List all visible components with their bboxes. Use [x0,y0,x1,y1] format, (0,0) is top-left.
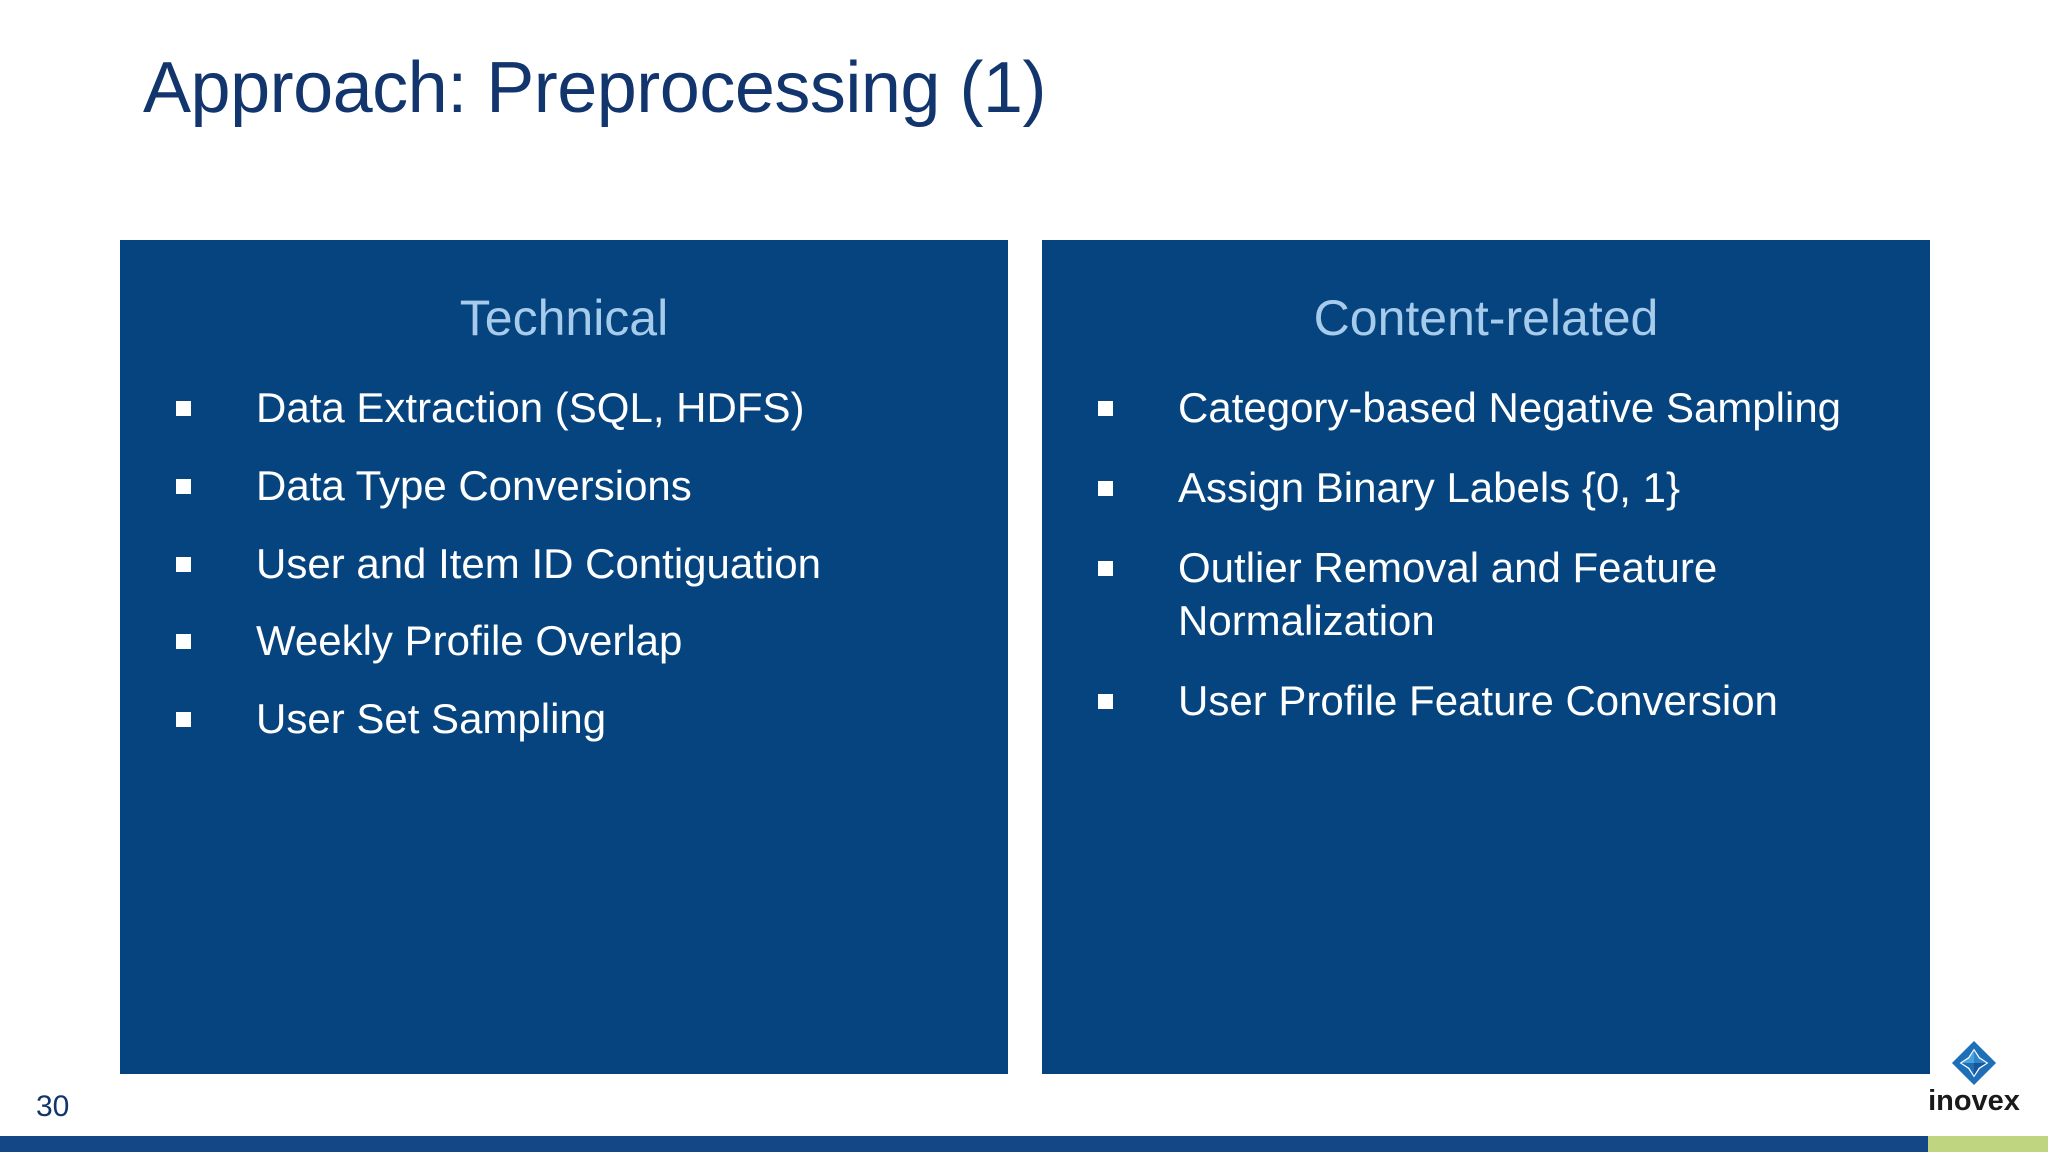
list-item-label: Data Extraction (SQL, HDFS) [256,384,805,431]
bullet-square-icon [176,556,191,572]
bullet-square-icon [1098,401,1113,416]
list-item: User and Item ID Contiguation [120,537,1008,591]
panel-content-related: Content-related Category-based Negative … [1042,240,1930,1074]
list-item: Weekly Profile Overlap [120,614,1008,668]
panel-content-related-list: Category-based Negative Sampling Assign … [1042,381,1930,728]
bottom-bar-navy-segment [0,1136,1928,1152]
list-item-label: Weekly Profile Overlap [256,617,683,665]
list-item: Assign Binary Labels {0, 1} [1042,461,1930,515]
bullet-square-icon [1098,560,1113,576]
list-item: Data Type Conversions [120,459,1008,513]
bullet-square-icon [176,712,191,727]
list-item-label: Outlier Removal and Feature Normalizatio… [1178,543,1718,645]
bullet-square-icon [1098,480,1113,496]
list-item: Category-based Negative Sampling [1042,381,1930,435]
bullet-square-icon [176,401,191,416]
list-item-label: User Profile Feature Conversion [1178,677,1778,724]
diamond-star-icon [1951,1040,1997,1086]
panel-technical-list: Data Extraction (SQL, HDFS) Data Type Co… [120,381,1008,746]
panel-content-related-header: Content-related [1313,290,1659,346]
list-item: Data Extraction (SQL, HDFS) [120,381,1008,435]
page-number: 30 [36,1090,70,1123]
bottom-bar-green-segment [1928,1136,2048,1152]
list-item: Outlier Removal and Feature Normalizatio… [1042,541,1930,649]
page-title: Approach: Preprocessing (1) [143,48,1046,128]
list-item: User Profile Feature Conversion [1042,674,1930,728]
logo: inovex [1922,1040,2026,1130]
list-item-label: Data Type Conversions [256,461,692,509]
panel-technical: Technical Data Extraction (SQL, HDFS) Da… [120,240,1008,1074]
list-item-label: User Set Sampling [256,695,607,742]
list-item: User Set Sampling [120,692,1008,746]
list-item-label: User and Item ID Contiguation [256,539,821,587]
panel-technical-header: Technical [459,290,669,346]
bullet-square-icon [176,478,191,494]
bullet-square-icon [1098,694,1113,709]
bullet-square-icon [176,634,191,650]
list-item-label: Category-based Negative Sampling [1178,384,1842,431]
bottom-bar [0,1136,2048,1152]
list-item-label: Assign Binary Labels {0, 1} [1178,463,1680,511]
logo-wordmark: inovex [1928,1085,2020,1117]
